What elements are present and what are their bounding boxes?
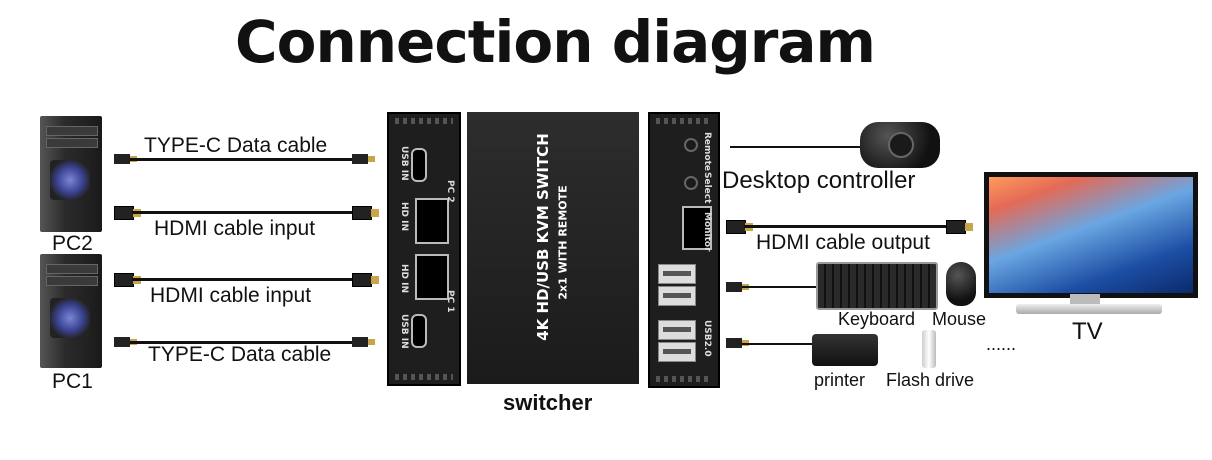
desktop-controller (860, 122, 940, 168)
hdmi-cable-bottom (132, 278, 352, 281)
hdmi-port-pc1 (415, 254, 449, 300)
switcher-label: switcher (503, 390, 592, 416)
pc2-port-text: PC 2 (445, 180, 455, 203)
desktop-controller-label: Desktop controller (722, 167, 915, 195)
remote-jack (684, 138, 698, 152)
pc1-label: PC1 (52, 370, 93, 394)
tv-label: TV (1072, 318, 1103, 346)
mouse-label: Mouse (932, 309, 986, 330)
remote-cable (730, 146, 860, 148)
hdmi-port-pc2 (415, 198, 449, 244)
hdmi-plug-tv-side (946, 220, 966, 234)
usb-plug-keyboard (726, 282, 742, 292)
tv-screen (984, 172, 1198, 298)
hdmi-plug-pc2 (114, 206, 134, 220)
more-devices-ellipsis: ...... (986, 334, 1016, 355)
typec-plug-switch-bottom (352, 337, 368, 347)
hdmi-plug-monitor-side (726, 220, 746, 234)
usb-port-1 (658, 264, 696, 284)
tv-base (1016, 304, 1162, 314)
usb-port-3 (658, 320, 696, 340)
hdmi-cable-top (132, 211, 352, 214)
usb-c-port-pc2 (411, 148, 427, 182)
usb-plug-printer (726, 338, 742, 348)
flash-drive (922, 330, 936, 368)
typec-plug-pc2 (114, 154, 130, 164)
hd-in-bottom-text: HD IN (399, 264, 409, 293)
keyboard-cable (742, 286, 818, 288)
switch-output-panel: Remote Select Monitor USB2.0 (648, 112, 720, 388)
pc2-label: PC2 (52, 232, 93, 256)
usb-port-2 (658, 286, 696, 306)
printer (812, 334, 878, 366)
monitor-port-text: Monitor (702, 212, 712, 252)
select-port-text: Select (702, 172, 712, 203)
hdmi-input-top-label: HDMI cable input (154, 217, 315, 241)
printer-cable (742, 343, 812, 345)
kvm-switch-body: 4K HD/USB KVM SWITCH 2x1 WITH REMOTE (467, 112, 639, 384)
switch-main-text: 4K HD/USB KVM SWITCH (534, 101, 552, 373)
diagram-title: Connection diagram (0, 8, 1110, 76)
typec-plug-pc1 (114, 337, 130, 347)
pc1-port-text: PC 1 (445, 290, 455, 313)
hdmi-plug-pc1 (114, 273, 134, 287)
pc1-tower (40, 254, 102, 368)
hdmi-plug-switch-top (352, 206, 372, 220)
usb-in-top-text: USB IN (399, 146, 409, 181)
flash-drive-label: Flash drive (886, 370, 974, 391)
hdmi-output-cable (744, 225, 946, 228)
keyboard-label: Keyboard (838, 309, 915, 330)
hdmi-output-label: HDMI cable output (756, 231, 930, 255)
usb-port-4 (658, 342, 696, 362)
typec-plug-switch-top (352, 154, 368, 164)
tv-stand (1070, 294, 1100, 304)
typec-cable-top-label: TYPE-C Data cable (144, 134, 327, 158)
usb-in-bottom-text: USB IN (399, 314, 409, 349)
switch-input-panel: USB IN HD IN PC 2 HD IN PC 1 USB IN (387, 112, 461, 386)
hd-in-top-text: HD IN (399, 202, 409, 231)
printer-label: printer (814, 370, 865, 391)
hdmi-plug-switch-bottom (352, 273, 372, 287)
keyboard (816, 262, 938, 310)
switch-sub-text: 2x1 WITH REMOTE (557, 107, 570, 379)
remote-port-text: Remote (702, 132, 712, 171)
typec-cable-top (130, 158, 352, 161)
pc2-tower (40, 116, 102, 232)
hdmi-input-bottom-label: HDMI cable input (150, 284, 311, 308)
usb-c-port-pc1 (411, 314, 427, 348)
usb-port-text: USB2.0 (702, 320, 712, 357)
select-button[interactable] (684, 176, 698, 190)
typec-cable-bottom-label: TYPE-C Data cable (148, 343, 331, 367)
mouse (946, 262, 976, 306)
